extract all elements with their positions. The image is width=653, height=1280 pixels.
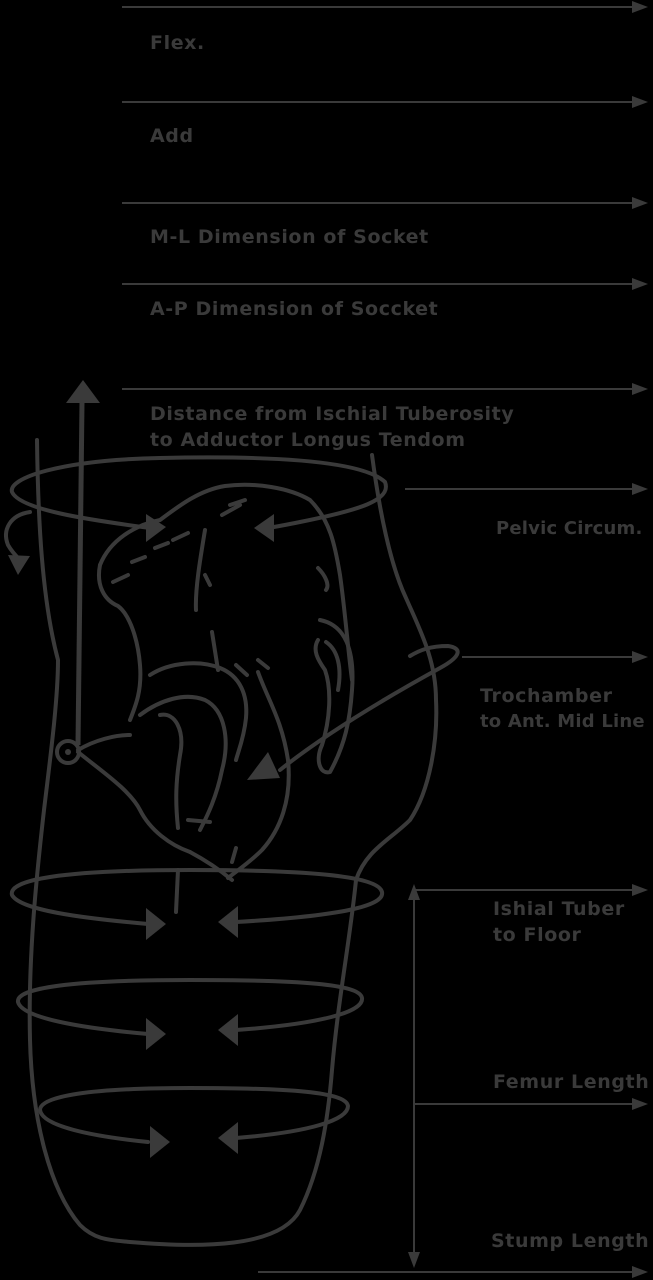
add-arrowhead <box>632 96 648 108</box>
acetabulum-dash <box>234 658 270 677</box>
stump-arrowhead <box>632 1266 648 1278</box>
abduction-curl-path <box>4 510 32 562</box>
thigh-loop-2-left-arrowhead <box>146 1018 166 1050</box>
flexion-axis-arrowhead <box>66 380 100 403</box>
ilium-left-edge <box>97 563 143 722</box>
pubic-symphysis <box>188 846 238 882</box>
ischial-tuberosity-edge <box>76 733 192 854</box>
abduction-curl <box>4 510 32 575</box>
pelvis-sketch <box>76 482 355 914</box>
ap-arrowhead <box>632 278 648 290</box>
label-trochamber-line2: to Ant. Mid Line <box>480 711 645 732</box>
pelvic-circumference-loop <box>9 455 388 542</box>
label-femur-length: Femur Length <box>493 1071 650 1093</box>
ml-arrowhead <box>632 197 648 209</box>
sacroiliac-dashed-line <box>193 528 220 672</box>
sacral-top-detail <box>220 498 247 517</box>
thigh-loop-1-left-arrowhead <box>146 908 166 940</box>
label-pelvic-circum: Pelvic Circum. <box>496 518 643 539</box>
pubis-outline <box>138 694 228 832</box>
vertical-dimension-top-arrowhead <box>408 884 420 900</box>
stump-outline <box>27 438 439 1247</box>
label-trochamber-line1: Trochamber <box>480 685 613 707</box>
obturator-outline <box>148 661 249 762</box>
ischium-outline <box>226 670 291 880</box>
thigh-loop-1-right-arrowhead <box>218 906 238 938</box>
pelvic-loop-left-arrowhead <box>146 514 166 542</box>
limb-outline <box>27 438 439 1247</box>
crest-hook-detail <box>316 566 330 592</box>
abduction-curl-arrowhead <box>8 555 30 575</box>
pubis-lower-detail <box>174 818 212 914</box>
trochanter-diagonal-path <box>278 644 460 772</box>
thigh-loop-3-right-arrowhead <box>218 1122 238 1154</box>
hip-joint-center <box>65 749 71 755</box>
label-ml-dimension: M-L Dimension of Socket <box>150 226 429 248</box>
pelvic-loop-path <box>9 455 388 530</box>
pelvic-arrowhead <box>632 483 648 495</box>
label-ishial-tuber-line1: Ishial Tuber <box>493 898 625 920</box>
measurement-leader-lines <box>122 1 648 1278</box>
thigh-loop-3 <box>38 1086 350 1144</box>
thigh-circumference-loops <box>9 868 385 1158</box>
femoral-head-outline <box>313 618 355 775</box>
label-ishial-tuber-line2: to Floor <box>493 924 582 946</box>
flex-arrowhead <box>632 1 648 13</box>
thigh-loop-2-right-arrowhead <box>218 1014 238 1046</box>
flexion-axis-line <box>75 401 85 746</box>
label-flex: Flex. <box>150 32 205 54</box>
trochanter-measure <box>247 644 460 780</box>
thigh-loop-2 <box>16 978 364 1036</box>
vertical-dimension-bottom-arrowhead <box>408 1252 420 1268</box>
trochanter-arrowhead <box>247 752 280 780</box>
label-ap-dimension: A-P Dimension of Soccket <box>150 298 439 320</box>
ischial-arrowhead <box>632 383 648 395</box>
label-add: Add <box>150 125 194 147</box>
pelvic-loop-right-arrowhead <box>254 514 274 542</box>
pelvis-dashed-line <box>111 531 190 584</box>
trochamber-arrowhead <box>632 651 648 663</box>
thigh-loop-1 <box>9 868 385 926</box>
label-ischial-distance-line1: Distance from Ischial Tuberosity <box>150 403 515 425</box>
thigh-loop-3-left-arrowhead <box>150 1126 170 1158</box>
flexion-axis <box>55 380 100 765</box>
label-stump-length: Stump Length <box>491 1230 650 1252</box>
femoral-head-inner <box>324 640 342 692</box>
ishial-tuber-arrowhead <box>632 884 648 896</box>
hip-joint-circle <box>55 739 81 765</box>
pubis-inner <box>158 712 184 830</box>
femur-arrowhead <box>632 1098 648 1110</box>
label-ischial-distance-line2: to Adductor Longus Tendom <box>150 429 466 451</box>
